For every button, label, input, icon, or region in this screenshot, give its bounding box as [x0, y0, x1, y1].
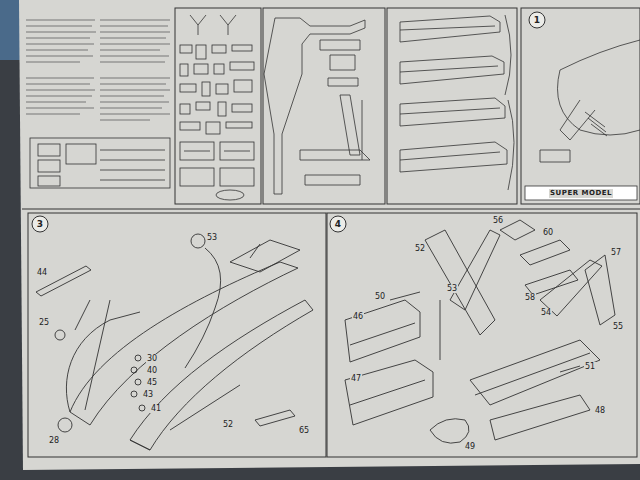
step-number: 1: [528, 11, 546, 29]
callout-number: 56: [492, 216, 504, 225]
callout-number: 52: [222, 420, 234, 429]
callout-number: 47: [350, 374, 362, 383]
callout-number: 54: [540, 308, 552, 317]
callout-number: 52: [414, 244, 426, 253]
callout-number: 51: [584, 362, 596, 371]
callout-number: 53: [206, 233, 218, 242]
callout-number: 41: [150, 404, 162, 413]
callout-number: 44: [36, 268, 48, 277]
callout-number: 45: [146, 378, 158, 387]
callout-number: 30: [146, 354, 158, 363]
callout-number: 65: [298, 426, 310, 435]
callout-number: 28: [48, 436, 60, 445]
callout-number: 57: [610, 248, 622, 257]
brand-name: SUPER MODEL: [549, 189, 613, 198]
step-number: 3: [31, 215, 49, 233]
callout-number: 49: [464, 442, 476, 451]
callout-number: 43: [142, 390, 154, 399]
callout-number: 25: [38, 318, 50, 327]
callout-number: 48: [594, 406, 606, 415]
step-number-text: 1: [528, 11, 546, 29]
step-number-text: 4: [329, 215, 347, 233]
callout-number: 50: [374, 292, 386, 301]
callout-number: 53: [446, 284, 458, 293]
step-number-text: 3: [31, 215, 49, 233]
callout-number: 40: [146, 366, 158, 375]
callout-number: 46: [352, 312, 364, 321]
callout-number: 58: [524, 293, 536, 302]
callout-number: 55: [612, 322, 624, 331]
step-number: 4: [329, 215, 347, 233]
callout-number: 60: [542, 228, 554, 237]
